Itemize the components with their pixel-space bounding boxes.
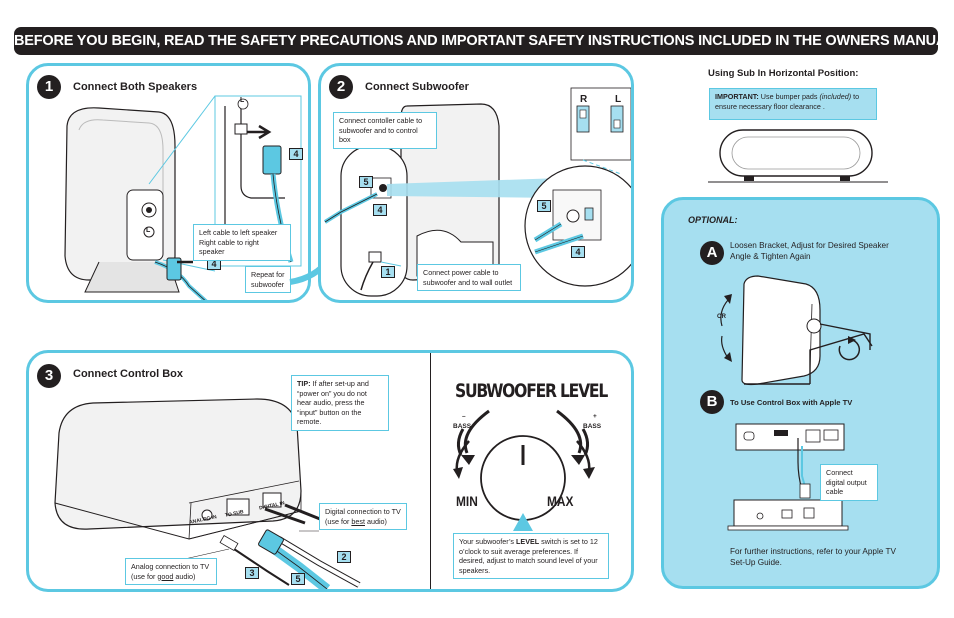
level-bass-right: BASS [583,423,602,430]
step1-cable-note: Left cable to left speaker Right cable t… [193,224,291,261]
step2-title: Connect Subwoofer [365,81,469,93]
step3-callout-2: 2 [337,551,351,563]
step1-callout-top: 4 [289,148,303,160]
optional-b-badge: B [700,390,724,414]
horizontal-important-note: IMPORTANT: Use bumper pads (included) to… [709,88,877,120]
step3-tip-note: TIP: If after set-up and “power on” you … [291,375,389,431]
step3-illustration [54,398,595,589]
optional-title: OPTIONAL: [688,215,738,225]
step1-repeat-note: Repeat for subwoofer [245,266,291,293]
optional-digital-note: Connect digital output cable [820,464,878,501]
digital-note-em: best [351,516,365,526]
level-min: MIN [456,493,478,509]
switch-l-label: L [615,94,622,105]
tip-text: If after set-up and “power on” you do no… [297,379,369,426]
important-label: IMPORTANT: [715,92,759,101]
step1-illustration [64,95,302,300]
level-max: MAX [547,493,574,509]
digital-note-post: audio) [364,516,387,526]
important-em: (included) [819,92,852,101]
step2-panel: 2 Connect Subwoofer R L Connect cont [318,63,634,303]
step3-digital-note: Digital connection to TV (use for best a… [319,503,407,530]
step2-controller-note: Connect contoller cable to subwoofer and… [333,112,437,149]
analog-note-pre: Analog connection to TV (use for [131,562,210,581]
horizontal-title: Using Sub In Horizontal Position: [708,68,859,79]
level-title: SUBWOOFER LEVEL [455,380,608,402]
optional-b-title: To Use Control Box with Apple TV [730,398,853,407]
step3-number: 3 [37,364,61,388]
analog-note-post: audio) [173,571,196,581]
step2-illustration [323,87,631,297]
step1-title: Connect Both Speakers [73,81,198,93]
step2-zoom-callout-5: 5 [537,200,551,212]
level-note-bold: LEVEL [516,537,540,546]
step3-callout-5: 5 [291,573,305,585]
digital-note-pre: Digital connection to TV (use for [325,507,401,526]
safety-banner-text: BEFORE YOU BEGIN, READ THE SAFETY PRECAU… [14,33,954,49]
tip-label: TIP: [297,379,311,388]
step3-divider [430,353,431,589]
optional-footer: For further instructions, refer to your … [730,547,896,567]
level-note: Your subwoofer’s LEVEL switch is set to … [453,533,609,579]
optional-panel: OPTIONAL: A Loosen Bracket, Adjust for D… [661,197,940,589]
level-note-post: switch is set to 12 o’clock to suit aver… [459,537,598,575]
analog-note-em: good [157,571,174,581]
important-post: to ensure necessary floor clearance . [715,92,860,111]
step3-analog-note: Analog connection to TV (use for good au… [125,558,217,585]
step3-title: Connect Control Box [73,368,183,380]
step2-callout-4: 4 [373,204,387,216]
optional-illustrations [720,275,873,531]
step3-callout-3: 3 [245,567,259,579]
level-note-pre: Your subwoofer’s [459,537,517,546]
level-bass-left: BASS [453,423,472,430]
step3-panel: 3 Connect Control Box [26,350,634,592]
step2-number: 2 [329,75,353,99]
optional-a-badge: A [700,241,724,265]
important-pre: Use bumper pads [758,92,820,101]
step2-callout-1: 1 [381,266,395,278]
optional-a-text: Loosen Bracket, Adjust for Desired Speak… [730,241,889,261]
step2-power-note: Connect power cable to subwoofer and to … [417,264,521,291]
level-minus: – [462,413,466,420]
optional-or-label: OR [717,314,726,320]
switch-r-label: R [580,94,588,105]
level-plus: + [593,413,597,420]
step1-panel: 1 Connect Both Speakers L L 4 4 Left [26,63,311,303]
step2-callout-5: 5 [359,176,373,188]
step2-zoom-callout-4: 4 [571,246,585,258]
port-l-label: L [240,97,245,104]
safety-banner: BEFORE YOU BEGIN, READ THE SAFETY PRECAU… [14,27,954,55]
port-l-label-speaker: L [146,227,151,234]
step1-number: 1 [37,75,61,99]
